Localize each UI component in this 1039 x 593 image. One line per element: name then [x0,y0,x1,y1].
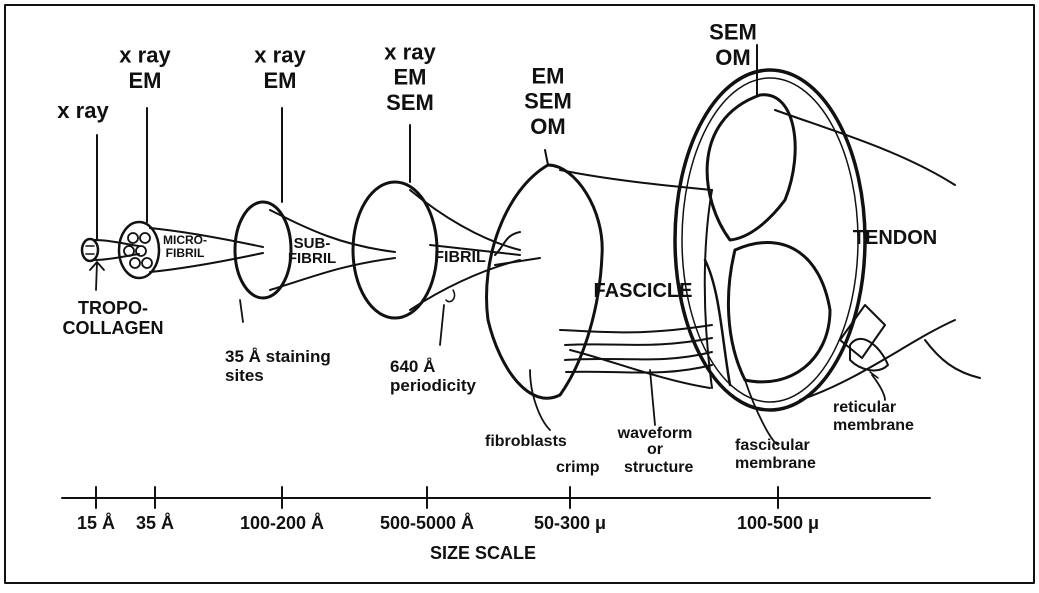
callout-structure: structure [624,459,693,476]
scale-tick-label: 35 Å [136,513,174,533]
size-scale-axis [62,487,930,508]
scale-tick-label: 50-300 μ [534,513,606,533]
structure-label-fascicle: FASCICLE [594,280,693,302]
callout-tropocollagen: TROPO-COLLAGEN [63,298,164,338]
scale-tick-label: 500-5000 Å [380,513,474,533]
scale-tick-label: 100-200 Å [240,513,324,533]
method-label-tropocollagen: x ray [57,98,109,123]
callout-fibroblasts: fibroblasts [485,433,567,450]
structure-label-fibril: FIBRIL [434,249,486,266]
structure-label-microfibril: MICRO-FIBRIL [163,233,207,260]
size-scale-title: SIZE SCALE [430,543,536,563]
structure-label-subfibril: SUB-FIBRIL [288,235,336,267]
scale-tick-label: 15 Å [77,513,115,533]
scale-tick-label: 100-500 μ [737,513,819,533]
callout-crimp: crimp [556,459,600,476]
structure-label-tendon: TENDON [853,227,937,249]
